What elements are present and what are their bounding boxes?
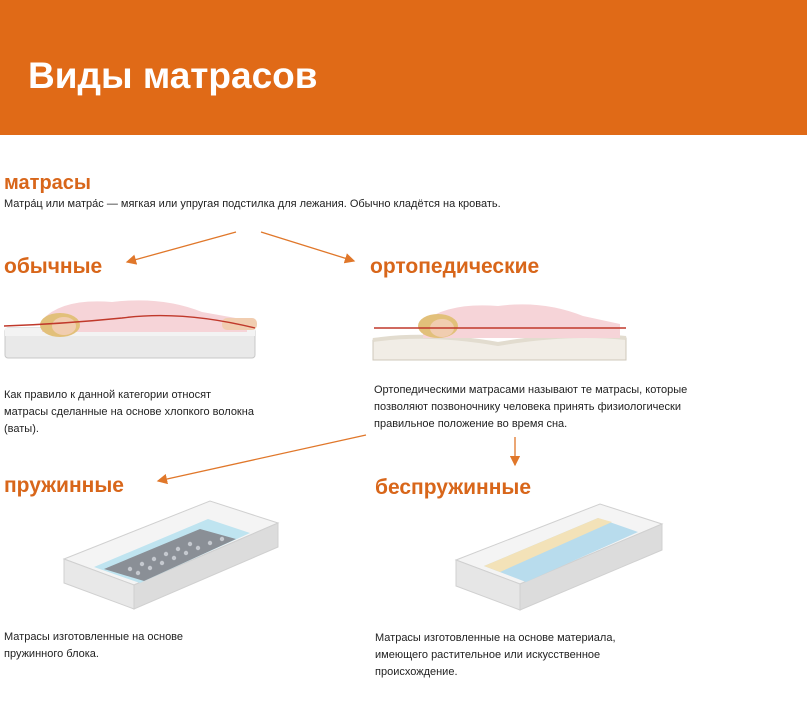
- heading-mattresses: матрасы: [4, 172, 91, 194]
- heading-orthopedic: ортопедические: [370, 255, 540, 278]
- page-title: Виды матрасов: [28, 55, 318, 96]
- mattress-definition: Матра́ц или матра́с — мягкая или упругая…: [4, 198, 501, 210]
- regular-mattress-illustration: [3, 300, 257, 359]
- springless-description: Матрасы изготовленные на основе материал…: [375, 632, 616, 678]
- spring-mattress-illustration: [62, 500, 280, 610]
- regular-description: Как правило к данной категории относят м…: [4, 389, 254, 435]
- heading-regular: обычные: [4, 255, 103, 278]
- heading-spring: пружинные: [4, 474, 124, 497]
- arrow-to-spring: [156, 434, 367, 485]
- arrow-to-regular: [125, 231, 237, 265]
- orthopedic-mattress-illustration: [372, 304, 627, 361]
- spring-description: Матрасы изготовленные на основе пружинно…: [4, 631, 184, 660]
- header-banner: Виды матрасов: [0, 0, 807, 135]
- springless-mattress-illustration: [454, 503, 664, 611]
- arrow-to-orthopedic: [260, 231, 356, 264]
- heading-springless: беспружинные: [375, 476, 532, 499]
- orthopedic-description: Ортопедическими матрасами называют те ма…: [374, 384, 688, 430]
